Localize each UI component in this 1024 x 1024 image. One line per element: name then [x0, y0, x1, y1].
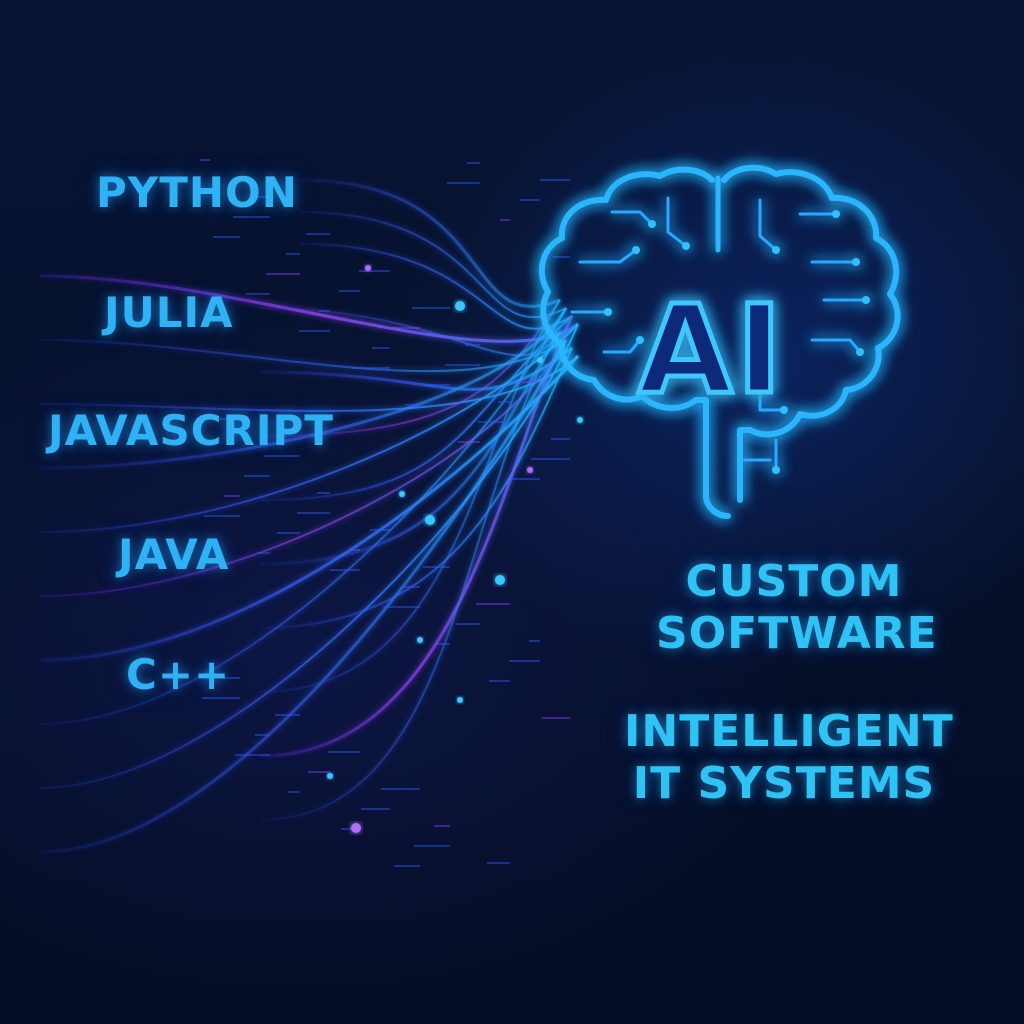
flow-line [299, 178, 561, 308]
glow-dot [455, 301, 465, 311]
flow-line [39, 339, 567, 597]
flow-line [299, 243, 573, 330]
brain-circuit-icon [538, 164, 901, 519]
glow-dot [527, 467, 533, 473]
flow-line [39, 307, 568, 470]
flow-line [259, 331, 562, 566]
flow-line [39, 307, 567, 725]
flow-line [39, 355, 579, 412]
glow-dot [537, 357, 543, 363]
glow-dot [327, 773, 333, 779]
glow-dot [495, 575, 505, 585]
glow-dot [577, 417, 583, 423]
glow-dot [351, 823, 361, 833]
flow-line [39, 339, 568, 854]
language-python: PYTHON [96, 168, 298, 217]
flow-line [259, 299, 561, 693]
ai-label: AI [638, 279, 786, 421]
flow-line [259, 299, 561, 437]
tagline-custom-software: CUSTOM SOFTWARE [656, 556, 938, 660]
code-dashes [200, 159, 570, 867]
glow-dot [457, 697, 463, 703]
flow-line [259, 315, 574, 758]
language-cpp: C++ [126, 650, 231, 699]
glow-dot [399, 491, 405, 497]
flow-line [259, 347, 573, 629]
flow-line [39, 339, 567, 373]
glow-dot [417, 637, 423, 643]
language-julia: JULIA [104, 288, 234, 337]
flow-line [39, 323, 579, 533]
flowing-lines [39, 178, 580, 854]
tagline-intelligent-systems: INTELLIGENT IT SYSTEMS [624, 706, 954, 810]
tagline-line: CUSTOM [685, 556, 903, 607]
tagline-line: INTELLIGENT [624, 706, 954, 757]
flow-line [259, 315, 573, 501]
tagline-line: SOFTWARE [656, 607, 938, 659]
glow-dot [425, 515, 435, 525]
glow-dot [365, 265, 371, 271]
flow-line [259, 331, 561, 821]
flow-line [299, 211, 567, 319]
flow-line [39, 354, 580, 662]
language-javascript: JAVASCRIPT [48, 406, 334, 455]
flow-line [39, 323, 579, 789]
tagline-line: IT SYSTEMS [632, 757, 936, 809]
language-java: JAVA [118, 530, 230, 579]
glow-dots [327, 265, 583, 833]
flow-line [39, 274, 579, 343]
